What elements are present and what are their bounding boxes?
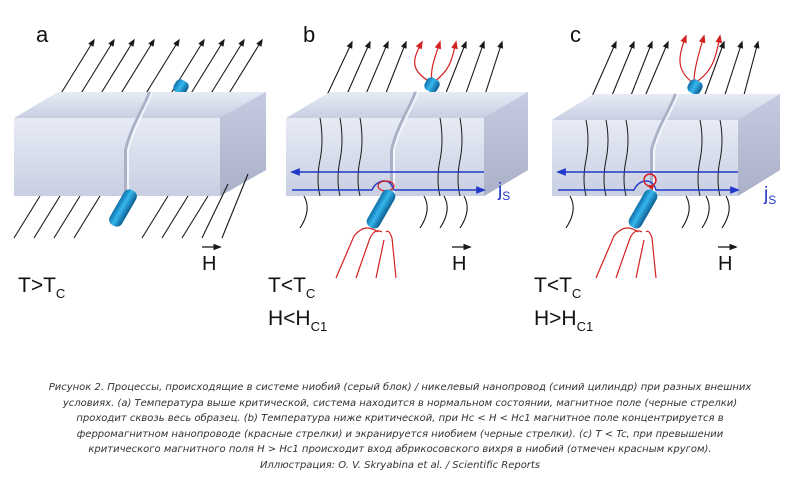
field-direction-label: H	[202, 243, 222, 275]
nanowire-upper	[173, 79, 189, 95]
nanowire-upper	[687, 79, 703, 95]
svg-text:H: H	[718, 253, 732, 275]
condition-1: T<TC	[534, 274, 581, 301]
panel-b: b	[268, 22, 528, 334]
condition-1: T<TC	[268, 274, 315, 301]
niobium-block	[14, 91, 266, 196]
nanowire-lower	[109, 189, 137, 227]
nanowire-lower	[366, 189, 396, 229]
current-label: jS	[763, 184, 776, 207]
field-lines-lower	[299, 195, 468, 229]
svg-text:H: H	[452, 253, 466, 275]
field-direction-label: H	[718, 243, 738, 275]
field-direction-label: H	[452, 243, 472, 275]
niobium-block	[286, 91, 528, 197]
field-lines-red-upper	[414, 40, 458, 83]
field-lines-red-upper	[679, 34, 723, 83]
abrikosov-vortex	[643, 173, 657, 191]
figure: a	[13, 22, 780, 334]
caption-line: критического магнитного поля H > Hc1 про…	[88, 444, 712, 456]
field-lines-red-lower	[335, 227, 397, 279]
field-lines-lower	[13, 173, 249, 239]
caption-credit: Иллюстрация: O. V. Skryabina et al. / Sc…	[259, 459, 541, 471]
nanowire-lower	[628, 189, 658, 229]
current-label: jS	[497, 180, 510, 203]
svg-text:H: H	[202, 253, 216, 275]
panel-label: c	[570, 22, 581, 47]
svg-text:jS: jS	[763, 184, 776, 207]
supercurrent-loops	[556, 168, 740, 194]
caption-line: проходит сквозь весь образец. (b) Темпер…	[76, 413, 724, 425]
panel-c: c	[534, 22, 780, 334]
panel-a: a	[13, 22, 266, 301]
field-lines-upper	[59, 38, 263, 96]
nanowire-upper	[424, 77, 440, 93]
caption-line: условиях. (a) Температура выше критическ…	[62, 397, 738, 409]
figure-caption: Рисунок 2. Процессы, происходящие в сист…	[20, 380, 780, 474]
field-lines-red-lower	[595, 227, 657, 279]
panel-label: a	[36, 22, 49, 47]
niobium-block	[552, 93, 780, 197]
condition-1: T>TC	[18, 274, 65, 301]
condition-2: H>HC1	[534, 307, 593, 334]
caption-line: Рисунок 2. Процессы, происходящие в сист…	[48, 382, 752, 393]
condition-2: H<HC1	[268, 307, 327, 334]
caption-line: ферромагнитном нанопроводе (красные стре…	[76, 428, 724, 440]
svg-text:jS: jS	[497, 180, 510, 203]
panel-label: b	[303, 22, 315, 47]
field-lines-lower	[565, 195, 730, 229]
